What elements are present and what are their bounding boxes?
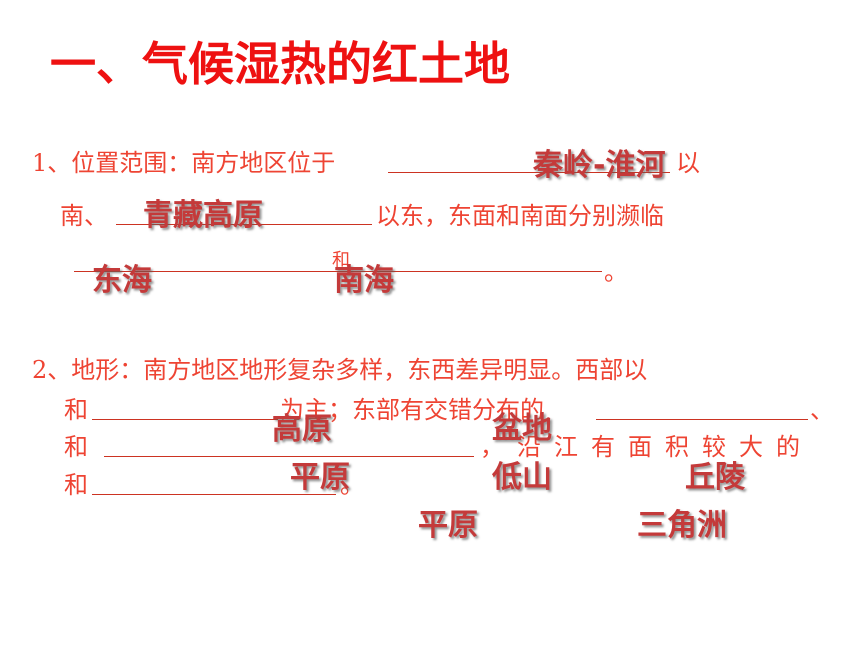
answer-south-sea: 南海 (334, 263, 394, 298)
q2-blank-2 (596, 419, 808, 420)
q1-line3-end: 。 (604, 258, 628, 286)
q2-blank-1 (92, 419, 278, 420)
q2-line4-end: 。 (340, 471, 364, 499)
answer-qingzang-plateau: 青藏高原 (143, 198, 263, 233)
answer-plateau: 高原 (272, 412, 332, 447)
q2-line4-prefix: 和 (64, 471, 88, 499)
answer-qinling-huaihe: 秦岭-淮河 (533, 148, 666, 183)
q1-line2-prefix: 南、 (60, 202, 108, 230)
answer-low-mountain: 低山 (492, 460, 552, 495)
q1-line1-prefix: 1、位置范围：南方地区位于 (32, 149, 336, 177)
q2-line3-prefix: 和 (64, 433, 88, 461)
q1-blank-2 (116, 224, 372, 225)
page-title: 一、气候湿热的红土地 (50, 37, 510, 91)
q1-line3-mid: 和 (332, 250, 350, 271)
q1-blank-3 (74, 271, 602, 272)
q2-line3-suffix: ，沿江有面积较大的 (480, 433, 813, 461)
answer-plain-1: 平原 (290, 460, 350, 495)
q2-line2-mid: 为主；东部有交错分布的 (280, 396, 544, 424)
answer-east-sea: 东海 (92, 263, 152, 298)
answer-plain-2: 平原 (418, 508, 478, 543)
q2-line2-end: 、 (810, 396, 834, 424)
q1-blank-1 (388, 172, 670, 173)
q2-blank-4 (92, 494, 336, 495)
q1-line1-suffix: 以 (676, 149, 700, 177)
q2-blank-3 (104, 456, 474, 457)
answer-basin: 盆地 (492, 411, 552, 446)
q1-line2-suffix: 以东，东面和南面分别濒临 (376, 202, 664, 230)
q2-line1: 2、地形：南方地区地形复杂多样，东西差异明显。西部以 (32, 356, 648, 384)
answer-delta: 三角洲 (637, 508, 727, 543)
answer-hills: 丘陵 (685, 460, 745, 495)
q2-line2-prefix: 和 (64, 396, 88, 424)
